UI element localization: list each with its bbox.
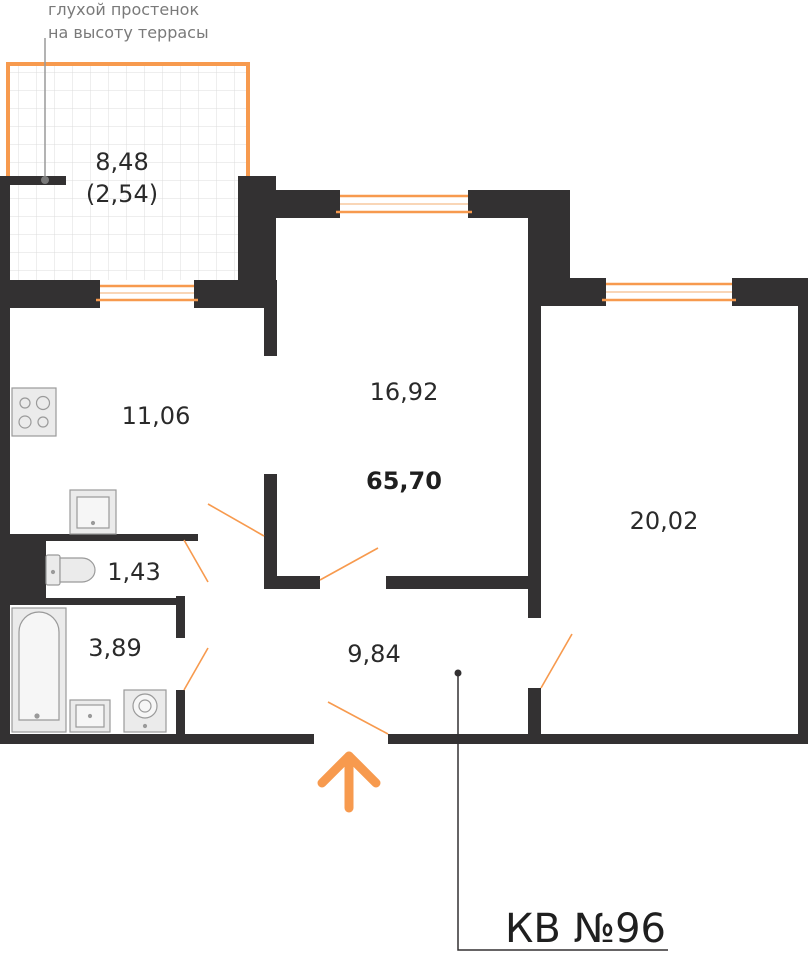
toilet-area: 1,43 <box>107 558 160 586</box>
door-bedroom <box>540 633 573 689</box>
sink-icon <box>69 489 117 535</box>
terrace <box>6 62 250 280</box>
stove-icon <box>11 387 57 437</box>
window-bedroom <box>602 282 736 302</box>
door-living-room <box>319 547 379 581</box>
note-leader <box>41 38 49 184</box>
terrace-area: 8,48 <box>95 148 148 176</box>
terrace-reduced-area: (2,54) <box>86 180 158 208</box>
door-entrance <box>327 701 389 735</box>
apartment-number: КВ №96 <box>505 906 666 952</box>
door-toilet <box>183 539 209 583</box>
bathtub-icon <box>11 607 67 733</box>
bathroom-area: 3,89 <box>88 634 141 662</box>
window-living-room <box>336 194 472 214</box>
sink-icon <box>69 699 111 733</box>
entrance-arrow-icon <box>317 751 381 813</box>
toilet-icon <box>45 554 96 586</box>
door-bathroom <box>183 647 209 691</box>
window-kitchen <box>96 284 198 302</box>
hall-area: 9,84 <box>347 640 400 668</box>
total-area: 65,70 <box>366 467 442 495</box>
living-room-area: 16,92 <box>370 378 439 406</box>
terrace-railing <box>6 62 250 176</box>
walls <box>0 176 808 744</box>
note-line-2: на высоту террасы <box>48 23 209 42</box>
washing-machine-icon <box>123 689 167 733</box>
apartment-leader <box>454 669 668 951</box>
door-kitchen <box>207 503 265 537</box>
note-line-1: глухой простенок <box>48 0 199 19</box>
doors <box>183 503 573 735</box>
bedroom-area: 20,02 <box>630 507 699 535</box>
windows <box>96 194 736 302</box>
kitchen-area: 11,06 <box>122 402 191 430</box>
